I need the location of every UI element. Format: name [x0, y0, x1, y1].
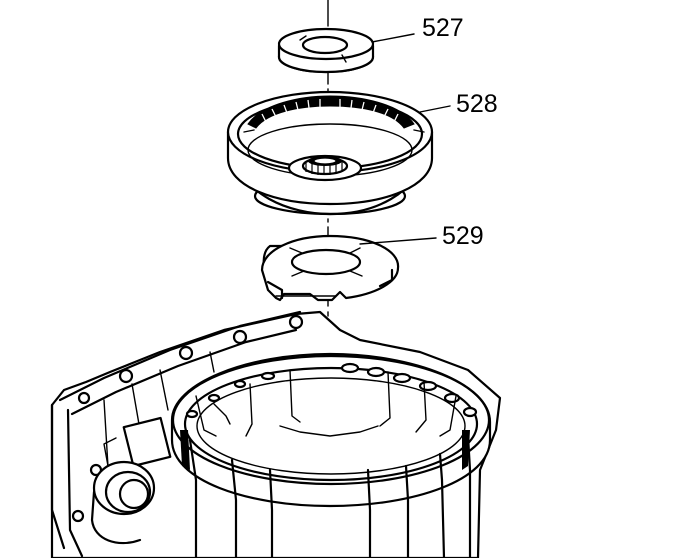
ring-gear-part: [226, 90, 434, 216]
bearing-part: [277, 27, 375, 74]
leader-529: [359, 237, 437, 245]
case-interior-ribs: [188, 369, 472, 558]
callout-label-529: 529: [442, 222, 484, 250]
side-port-fitting: [90, 416, 172, 545]
leader-528: [419, 105, 451, 113]
transmission-case: [50, 310, 502, 558]
thrust-washer-part: [260, 234, 400, 302]
callout-label-527: 527: [422, 14, 464, 42]
leader-lines: [359, 33, 451, 245]
callout-label-528: 528: [456, 90, 498, 118]
flange-bolt-bosses: [71, 314, 304, 523]
leader-527: [371, 33, 415, 43]
